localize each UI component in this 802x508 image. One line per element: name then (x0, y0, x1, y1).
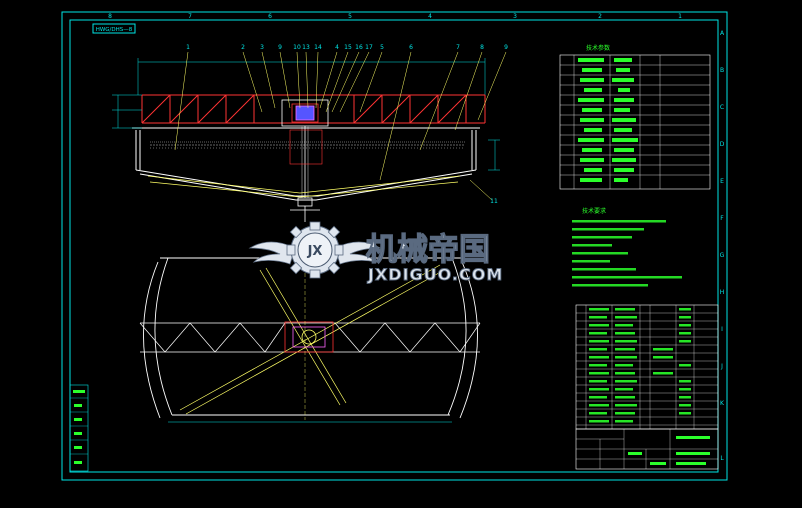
col-number: 6 (268, 13, 272, 20)
parameters-table: 技术参数 (559, 44, 711, 190)
row-letter: E (720, 178, 724, 185)
parts-list (575, 304, 719, 430)
scraper-arm (147, 175, 461, 198)
column-index: 8 7 6 5 4 3 2 1 (108, 13, 682, 20)
col-number: 4 (428, 13, 432, 20)
elevation-view: 1 2 3 9 10 13 14 4 15 16 17 5 6 7 8 9 11 (112, 44, 508, 222)
callout: 9 (278, 44, 282, 51)
col-number: 7 (188, 13, 192, 20)
callout: 1 (186, 44, 190, 51)
row-letter: D (720, 141, 725, 148)
revision-block (69, 384, 89, 472)
row-letter: F (720, 215, 724, 222)
callout: 11 (490, 198, 498, 205)
technical-notes: 技术要求 (572, 207, 682, 287)
row-letter: B (720, 67, 724, 74)
wing-icon (248, 241, 382, 265)
col-number: 1 (678, 13, 682, 20)
callout: 9 (504, 44, 508, 51)
row-letter: C (720, 104, 724, 111)
callout: 3 (260, 44, 264, 51)
callout: 16 (355, 44, 363, 51)
callout: 7 (456, 44, 460, 51)
drawing-tag: HWG/DHS—8 (92, 23, 136, 34)
plan-view (139, 255, 481, 423)
callout: 13 (302, 44, 310, 51)
watermark: JX 机械帝国 JXDIGUO.COM (248, 221, 503, 284)
title-block (575, 428, 719, 470)
leader-lines (174, 51, 507, 201)
callout: 8 (480, 44, 484, 51)
watermark-cn: 机械帝国 (366, 232, 490, 268)
watermark-en: JXDIGUO.COM (367, 265, 503, 284)
col-number: 5 (348, 13, 352, 20)
col-number: 8 (108, 13, 112, 20)
row-index: A B C D E F G H I J K L (720, 30, 725, 462)
bridge-truss (141, 94, 486, 124)
callout: 15 (344, 44, 352, 51)
plan-center (284, 321, 334, 353)
emblem-text: JX (307, 244, 323, 259)
bottom-support (290, 197, 320, 222)
gear-icon: JX (286, 221, 344, 279)
row-letter: J (720, 363, 723, 370)
callout: 10 (293, 44, 301, 51)
center-drive (281, 99, 329, 198)
callout: 4 (335, 44, 339, 51)
row-letter: K (720, 400, 725, 407)
hatch-bands (150, 141, 465, 149)
col-number: 2 (598, 13, 602, 20)
part-callouts: 1 2 3 9 10 13 14 4 15 16 17 5 6 7 8 9 11 (186, 44, 508, 205)
drawing-tag-text: HWG/DHS—8 (96, 27, 133, 33)
callout: 14 (314, 44, 322, 51)
parameters-header: 技术参数 (586, 44, 610, 52)
callout: 5 (380, 44, 384, 51)
col-number: 3 (513, 13, 517, 20)
row-letter: H (720, 289, 725, 296)
callout: 17 (365, 44, 373, 51)
row-letter: G (720, 252, 725, 259)
row-letter: L (720, 455, 724, 462)
drawing-frame (61, 11, 728, 481)
callout: 2 (241, 44, 245, 51)
row-letter: A (720, 30, 725, 37)
callout: 6 (409, 44, 413, 51)
row-letter: I (721, 326, 723, 333)
notes-header: 技术要求 (582, 207, 606, 215)
plan-diagonals (179, 264, 447, 415)
